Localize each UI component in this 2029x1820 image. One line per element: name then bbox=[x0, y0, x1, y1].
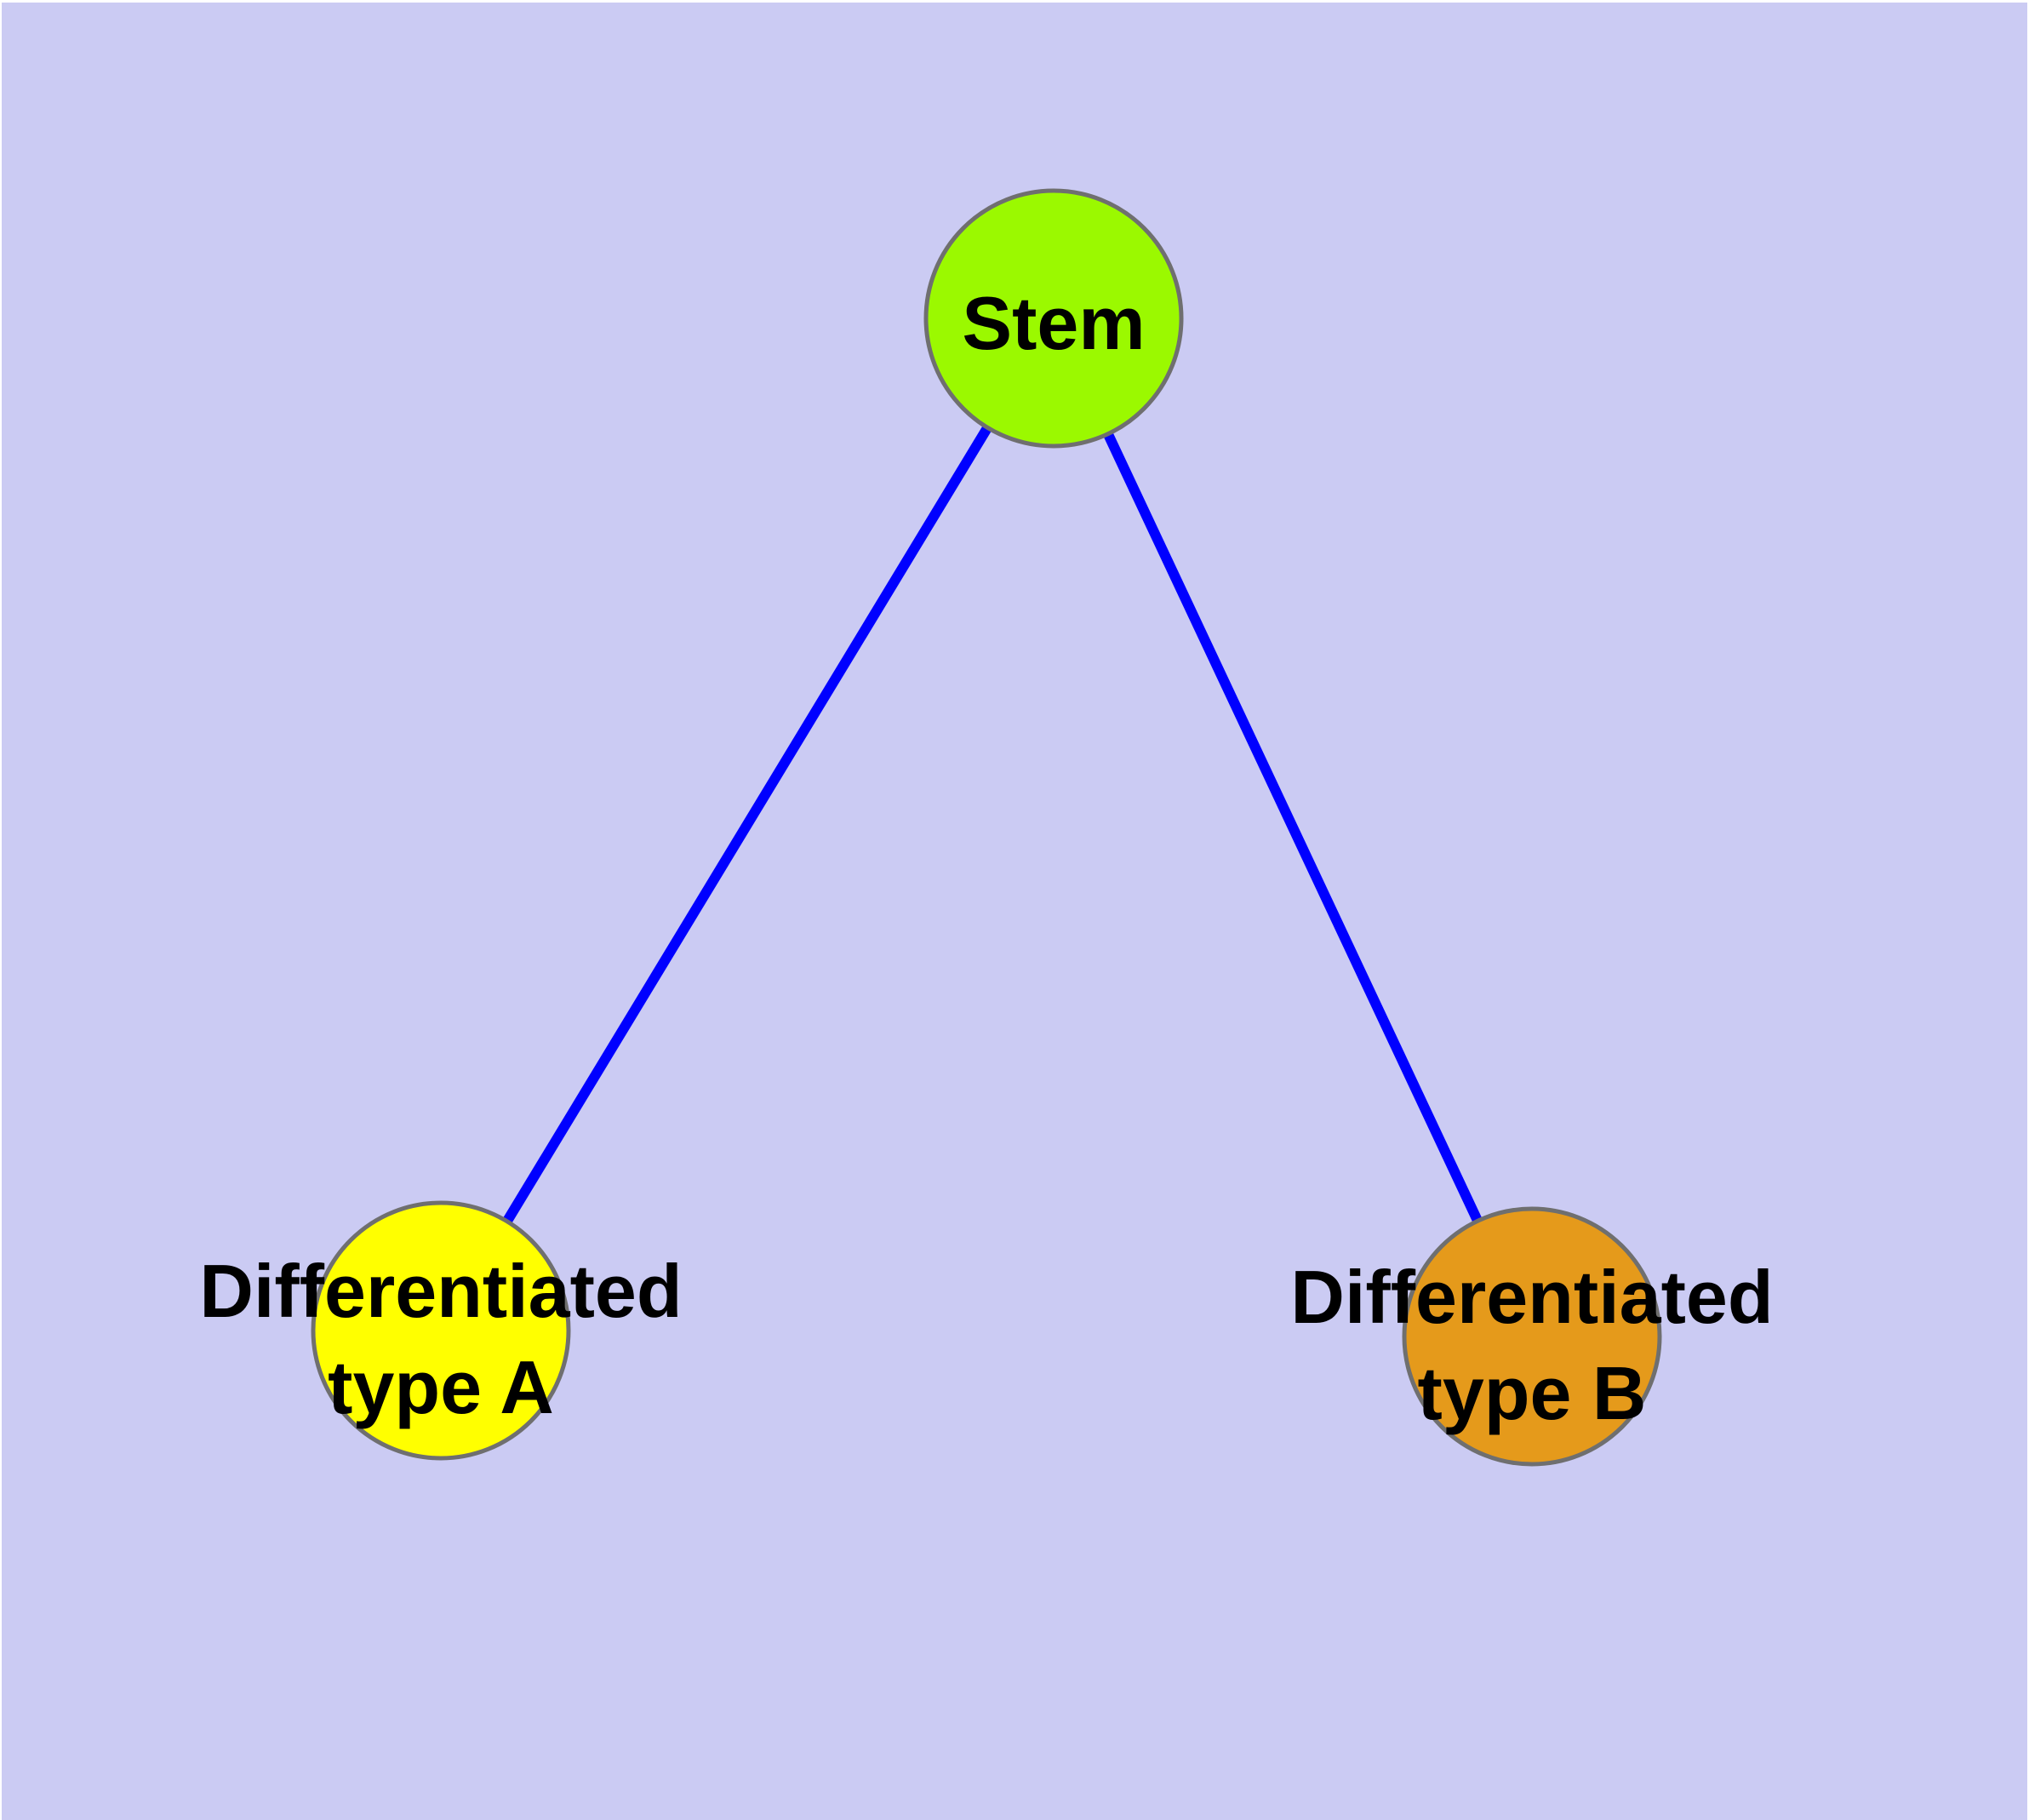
node-differentiated-type-b-label-line2: type B bbox=[1418, 1351, 1647, 1435]
node-stem-label: Stem bbox=[962, 281, 1145, 365]
edge-stem-to-differentiated-type-a bbox=[436, 315, 1059, 1334]
node-differentiated-type-b-label-line1: Differentiated bbox=[1290, 1255, 1773, 1339]
node-differentiated-type-a bbox=[311, 1200, 571, 1461]
edge-stem-to-differentiated-type-b bbox=[1049, 316, 1537, 1339]
node-differentiated-type-a-label-line1: Differentiated bbox=[199, 1249, 682, 1333]
node-differentiated-type-a-label-line2: type A bbox=[328, 1345, 554, 1429]
node-differentiated-type-b bbox=[1402, 1206, 1662, 1467]
node-stem bbox=[923, 188, 1184, 449]
